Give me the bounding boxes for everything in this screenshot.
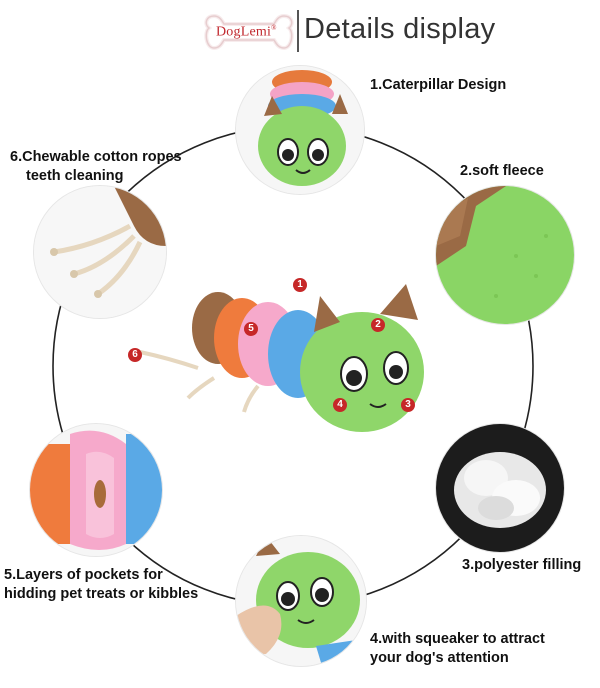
marker-5: 5: [244, 322, 258, 336]
pockets-photo: [30, 424, 162, 556]
registered-mark: ®: [271, 24, 277, 32]
brand-name: DogLemi®: [216, 24, 277, 40]
feature-label-2: 2.soft fleece: [460, 163, 544, 179]
feature-label-6: 6.Chewable cotton ropes teeth cleaning: [10, 149, 182, 184]
marker-1: 1: [293, 278, 307, 292]
caterpillar-design-photo: [236, 66, 364, 194]
header-divider: [297, 10, 299, 52]
squeaker-photo: [236, 536, 366, 666]
marker-2: 2: [371, 318, 385, 332]
cotton-ropes-photo: [34, 186, 166, 318]
soft-fleece-photo: [436, 186, 574, 324]
marker-4: 4: [333, 398, 347, 412]
page-title: Details display: [304, 13, 496, 45]
polyester-filling-photo: [436, 424, 564, 552]
marker-3: 3: [401, 398, 415, 412]
feature-label-1: 1.Caterpillar Design: [370, 77, 507, 93]
feature-label-5: 5.Layers of pockets for hidding pet trea…: [4, 567, 199, 602]
feature-label-3: 3.polyester filling: [462, 557, 582, 573]
feature-label-4: 4.with squeaker to attract your dog's at…: [370, 631, 545, 666]
brand-logo: DogLemi®: [202, 10, 296, 54]
caterpillar-toy-illustration: [139, 284, 424, 432]
marker-6: 6: [128, 348, 142, 362]
bone-logo-icon: [204, 13, 294, 51]
